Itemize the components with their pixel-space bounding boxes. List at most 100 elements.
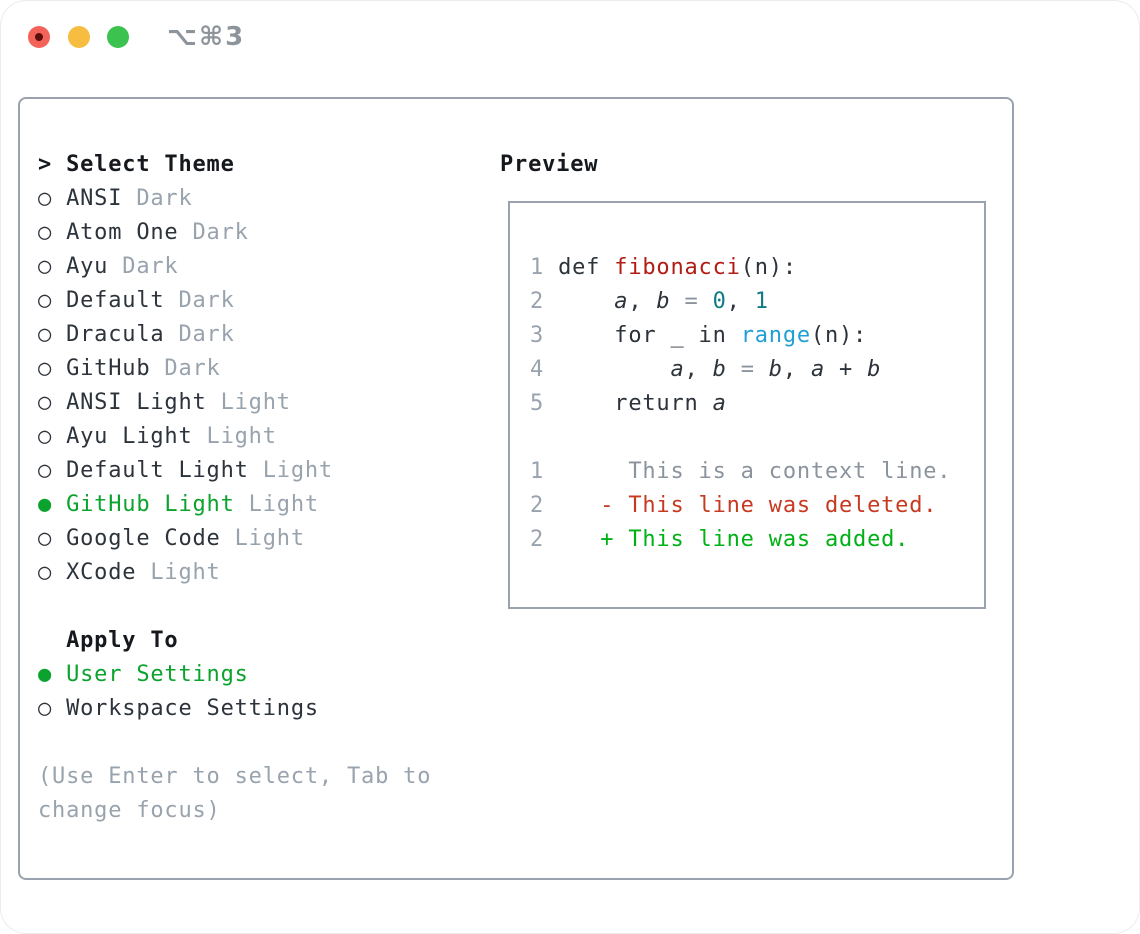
theme-option[interactable]: ○ Default Dark	[38, 284, 431, 318]
theme-option[interactable]: ○ Google Code Light	[38, 522, 431, 556]
code-token: for _ in	[558, 323, 741, 348]
code-token: =	[684, 289, 699, 314]
preview-title: Preview	[500, 152, 599, 177]
code-token: 0	[712, 289, 727, 314]
theme-name: XCode	[66, 560, 137, 585]
theme-picker-panel: > Select Theme○ ANSI Dark○ Atom One Dark…	[18, 97, 1014, 880]
theme-variant-tag: Dark	[108, 254, 179, 279]
theme-variant-tag: Dark	[150, 356, 221, 381]
code-token: a	[670, 357, 685, 382]
theme-name: Google Code	[66, 526, 221, 551]
hint-text: change focus)	[38, 798, 221, 823]
theme-option[interactable]: ○ GitHub Dark	[38, 352, 431, 386]
theme-name: Default	[66, 288, 165, 313]
code-token: b	[712, 357, 727, 382]
code-token: 2	[530, 493, 559, 518]
theme-name: Atom One	[66, 220, 179, 245]
code-token	[670, 289, 684, 314]
theme-list-title: Select Theme	[66, 152, 235, 177]
theme-name: Dracula	[66, 322, 165, 347]
theme-option[interactable]: ○ ANSI Light Light	[38, 386, 431, 420]
theme-name: Ayu	[66, 254, 109, 279]
theme-name: ANSI Light	[66, 390, 207, 415]
code-token: b	[768, 357, 783, 382]
theme-variant-tag: Light	[136, 560, 221, 585]
theme-name: Ayu Light	[66, 424, 193, 449]
theme-option[interactable]: ○ Ayu Light Light	[38, 420, 431, 454]
theme-variant-tag: Dark	[164, 288, 235, 313]
theme-option[interactable]: ○ Atom One Dark	[38, 216, 431, 250]
spacer	[38, 726, 431, 760]
close-button[interactable]	[28, 26, 50, 48]
hint-line: change focus)	[38, 794, 431, 828]
hint-text: (Use Enter to select, Tab to	[38, 764, 432, 789]
hint-line: (Use Enter to select, Tab to	[38, 760, 431, 794]
code-line: 5 return a	[530, 387, 951, 421]
radio-icon: ○	[38, 220, 67, 245]
code-token: ,	[782, 357, 811, 382]
theme-variant-tag: Light	[248, 458, 333, 483]
radio-icon: ○	[38, 254, 67, 279]
theme-variant-tag: Light	[234, 492, 319, 517]
theme-name: Default Light	[66, 458, 249, 483]
minimize-button[interactable]	[68, 26, 90, 48]
code-token: =	[740, 357, 755, 382]
code-token: range	[740, 323, 811, 348]
code-token: a	[810, 357, 825, 382]
theme-option[interactable]: ○ ANSI Dark	[38, 182, 431, 216]
code-token: fibonacci	[614, 255, 741, 280]
theme-variant-tag: Light	[206, 390, 291, 415]
radio-icon: ○	[38, 288, 67, 313]
code-token	[699, 289, 713, 314]
theme-option[interactable]: ○ Dracula Dark	[38, 318, 431, 352]
theme-variant-tag: Dark	[164, 322, 235, 347]
theme-option[interactable]: ○ Default Light Light	[38, 454, 431, 488]
radio-icon: ○	[38, 696, 67, 721]
radio-icon: ○	[38, 424, 67, 449]
code-line: 1 This is a context line.	[530, 455, 951, 489]
theme-variant-tag: Light	[220, 526, 305, 551]
radio-icon: ○	[38, 526, 67, 551]
theme-variant-tag: Dark	[178, 220, 249, 245]
theme-name: ANSI	[66, 186, 123, 211]
code-token: ,	[684, 357, 713, 382]
radio-icon: ○	[38, 458, 67, 483]
code-line	[530, 421, 951, 455]
code-token: a	[712, 391, 727, 416]
theme-name: GitHub Light	[66, 492, 235, 517]
code-token: ,	[726, 289, 755, 314]
code-token: 5	[530, 391, 559, 416]
apply-to-option[interactable]: ● User Settings	[38, 658, 431, 692]
apply-to-name: User Settings	[66, 662, 249, 687]
code-token: - This line was deleted.	[558, 493, 938, 518]
radio-icon: ○	[38, 356, 67, 381]
code-token: 3	[530, 323, 559, 348]
code-token: def	[558, 255, 615, 280]
apply-to-name: Workspace Settings	[66, 696, 319, 721]
theme-option[interactable]: ○ XCode Light	[38, 556, 431, 590]
apply-to-header: Apply To	[38, 624, 431, 658]
theme-option[interactable]: ● GitHub Light Light	[38, 488, 431, 522]
theme-option[interactable]: ○ Ayu Dark	[38, 250, 431, 284]
radio-icon: ○	[38, 322, 67, 347]
code-token: 2	[530, 527, 559, 552]
code-token	[558, 289, 614, 314]
code-token: 1	[754, 289, 769, 314]
code-line: 4 a, b = b, a + b	[530, 353, 951, 387]
zoom-button[interactable]	[107, 26, 129, 48]
radio-selected-icon: ●	[38, 492, 67, 517]
theme-variant-tag: Dark	[122, 186, 193, 211]
theme-name: GitHub	[66, 356, 151, 381]
code-token: a	[614, 289, 629, 314]
theme-picker-column: > Select Theme○ ANSI Dark○ Atom One Dark…	[38, 148, 431, 828]
code-token: 1	[530, 255, 559, 280]
code-token: 2	[530, 289, 559, 314]
code-token: 4	[530, 357, 559, 382]
cursor-icon: >	[38, 152, 67, 177]
code-token: return	[558, 391, 713, 416]
code-line: 2 + This line was added.	[530, 523, 951, 557]
apply-to-option[interactable]: ○ Workspace Settings	[38, 692, 431, 726]
code-line: 2 a, b = 0, 1	[530, 285, 951, 319]
